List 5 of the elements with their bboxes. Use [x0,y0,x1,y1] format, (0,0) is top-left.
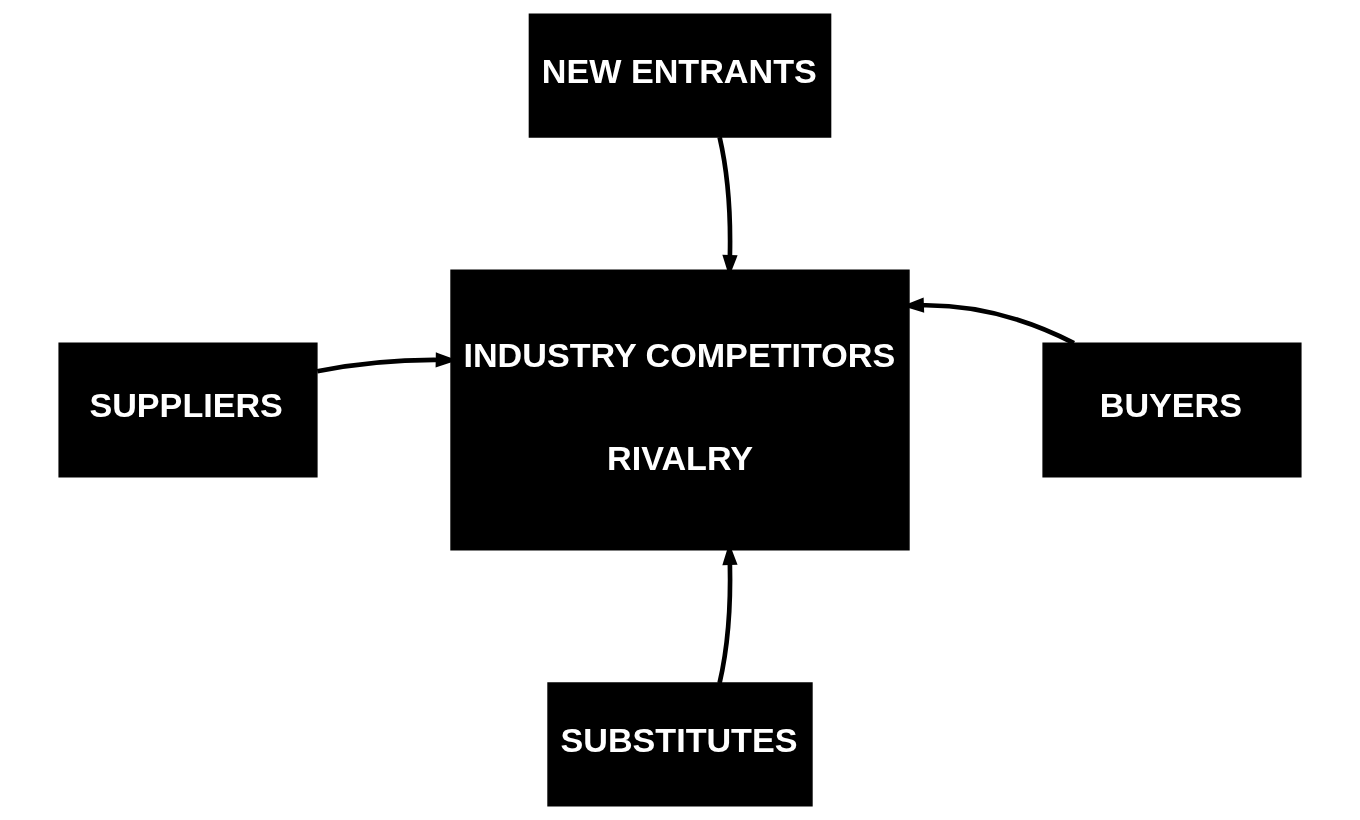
node-box: SUBSTITUTES [547,682,813,807]
node-box: BUYERS [1042,342,1302,478]
node-box: INDUSTRY COMPETITORS RIVALRY [450,269,910,551]
node-box: NEW ENTRANTS [528,13,832,138]
node-box: SUPPLIERS [58,342,318,478]
